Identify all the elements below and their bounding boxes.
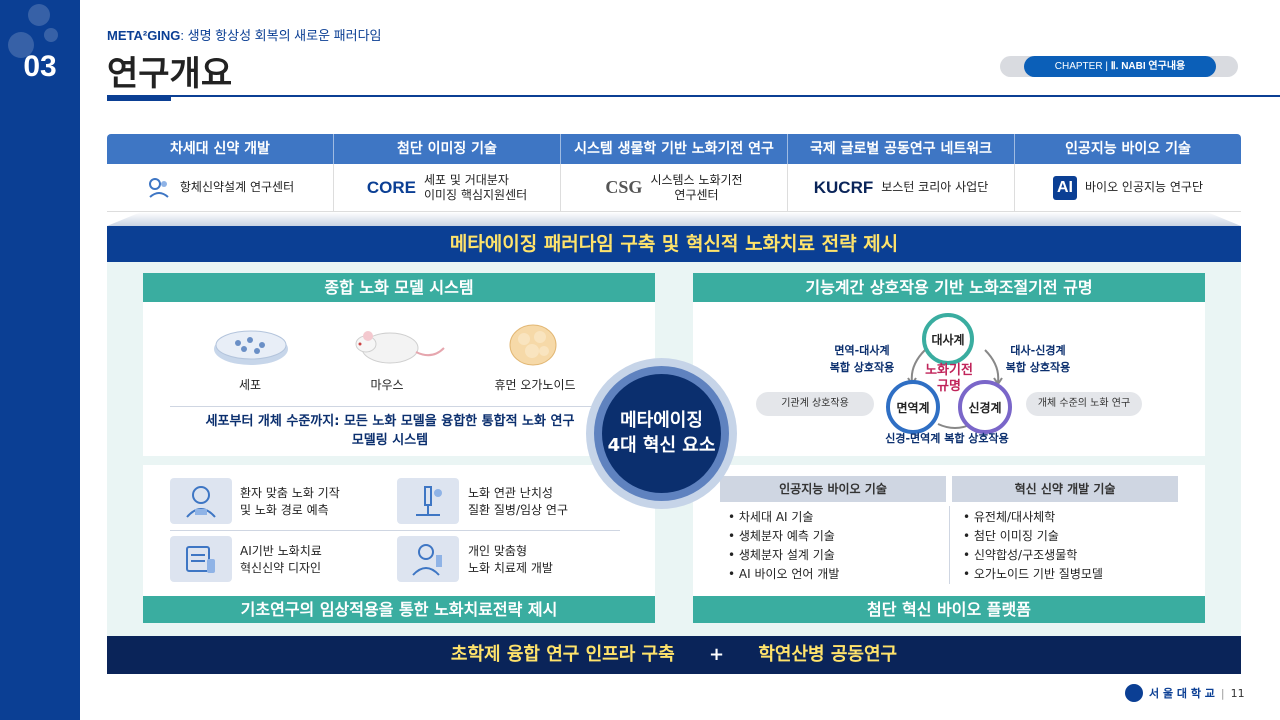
model-label-mouse: 마우스: [370, 378, 404, 392]
antibody-icon: [146, 175, 172, 201]
list-item: • 유전체/대사체학: [963, 510, 1056, 524]
model-label-cell: 세포: [238, 378, 262, 392]
institution-name: 바이오 인공지능 연구단: [1084, 180, 1204, 194]
connector-trapezoid: [107, 212, 1241, 226]
csg-logo: CSG: [605, 177, 643, 198]
institution-core: CORE 세포 및 거대분자 이미징 핵심지원센터: [334, 164, 561, 211]
organism-level-pill: 개체 수준의 노화 연구: [1026, 392, 1142, 416]
node-neural: 신경계: [958, 380, 1012, 434]
list-item: • 생체분자 설계 기술: [728, 548, 835, 562]
mouse-icon: [350, 322, 446, 368]
feature-text: AI기반 노화치료 혁신신약 디자인: [240, 544, 322, 576]
bottom-left-text: 초학제 융합 연구 인프라 구축: [450, 644, 675, 665]
doctor-icon: [170, 478, 232, 524]
clinical-footer: 기초연구의 임상적용을 통한 노화치료전략 제시: [143, 596, 655, 623]
divider: [170, 530, 620, 531]
category-label: 첨단 이미징 기술: [334, 134, 561, 164]
institution-name: 세포 및 거대분자 이미징 핵심지원센터: [423, 172, 528, 202]
page-number: 11: [1230, 686, 1245, 700]
divider: [170, 406, 600, 407]
feature-text: 개인 맞춤형 노화 치료제 개발: [468, 544, 553, 576]
category-label: 인공지능 바이오 기술: [1065, 141, 1191, 157]
institution-ai: AI 바이오 인공지능 연구단: [1015, 164, 1241, 211]
university-name: 서 울 대 학 교: [1149, 687, 1215, 700]
institution-name: 시스템스 노화기전 연구센터: [650, 172, 743, 202]
divider: [949, 506, 950, 584]
institution-row: 항체신약설계 연구센터 CORE 세포 및 거대분자 이미징 핵심지원센터 CS…: [107, 164, 1241, 212]
category-label: 국제 글로벌 공동연구 네트워크: [788, 134, 1015, 164]
ai-tech-list: • 차세대 AI 기술 • 생체분자 예측 기술 • 생체분자 설계 기술 • …: [728, 508, 928, 584]
bottom-right-text: 학연산병 공동연구: [758, 644, 898, 665]
node-immune: 면역계: [886, 380, 940, 434]
organ-interaction-pill: 기관계 상호작용: [756, 392, 874, 416]
footer-separator: |: [1220, 686, 1225, 700]
header-divider: [107, 95, 1280, 97]
center-line2: 4대 혁신 요소: [607, 434, 716, 456]
drug-tech-header: 혁신 신약 개발 기술: [952, 476, 1178, 502]
mechanism-center-label: 노화기전 규명: [925, 363, 973, 394]
scientist-icon: [397, 536, 459, 582]
list-item: • 생체분자 예측 기술: [728, 529, 835, 543]
chapter-value: Ⅱ. NABI 연구내용: [1110, 61, 1186, 72]
list-item: • 첨단 이미징 기술: [963, 529, 1059, 543]
ai-tech-header: 인공지능 바이오 기술: [720, 476, 946, 502]
kucrf-logo: KUCRF: [813, 177, 874, 197]
sidebar: 03: [0, 0, 80, 720]
decor-bubble: [44, 28, 58, 42]
core-logo: CORE: [366, 177, 416, 197]
plus-icon: +: [708, 644, 725, 665]
institution-antibody: 항체신약설계 연구센터: [107, 164, 334, 211]
list-item: • 오가노이드 기반 질병모델: [963, 567, 1103, 581]
feature-text: 환자 맞춤 노화 기작 및 노화 경로 예측: [240, 486, 340, 518]
category-bar: 차세대 신약 개발 첨단 이미징 기술 시스템 생물학 기반 노화기전 연구 국…: [107, 134, 1241, 164]
list-item: • 차세대 AI 기술: [728, 510, 814, 524]
title-underline: [107, 96, 171, 101]
organoid-icon: [508, 323, 558, 367]
mechanism-header: 기능계간 상호작용 기반 노화조절기전 규명: [693, 273, 1205, 302]
brand-name: META²GING: [107, 28, 181, 43]
drug-design-icon: [170, 536, 232, 582]
model-system-header: 종합 노화 모델 시스템: [143, 273, 655, 302]
page-title: 연구개요: [107, 54, 233, 94]
institution-csg: CSG 시스템스 노화기전 연구센터: [561, 164, 788, 211]
platform-footer: 첨단 혁신 바이오 플랫폼: [693, 596, 1205, 623]
institution-name: 항체신약설계 연구센터: [179, 180, 295, 194]
ai-logo: AI: [1052, 175, 1077, 200]
decor-bubble: [8, 32, 34, 58]
university-seal-icon: [1125, 684, 1143, 702]
drug-tech-list: • 유전체/대사체학 • 첨단 이미징 기술 • 신약합성/구조생물학 • 오가…: [963, 508, 1163, 584]
label-neural-immune: 신경-면역계 복합 상호작용: [885, 432, 1009, 445]
institution-kucrf: KUCRF 보스턴 코리아 사업단: [788, 164, 1015, 211]
model-description: 세포부터 개체 수준까지: 모든 노화 모델을 융합한 통합적 노화 연구 모델…: [205, 414, 575, 448]
main-banner: 메타에이징 패러다임 구축 및 혁신적 노화치료 전략 제시: [107, 226, 1241, 262]
node-metabolic: 대사계: [922, 313, 974, 365]
page-subtitle: META²GING: 생명 항상성 회복의 새로운 패러다임: [107, 25, 382, 44]
microscope-icon: [397, 478, 459, 524]
label-metabolic-neural: 대사-신경계 복합 상호작용: [1005, 344, 1071, 374]
center-line1: 메타에이징: [620, 410, 703, 432]
label-immune-metabolic: 면역-대사계 복합 상호작용: [829, 344, 895, 374]
center-circle: 메타에이징 4대 혁신 요소: [602, 374, 721, 493]
model-label-organoid: 휴먼 오가노이드: [494, 378, 576, 392]
bottom-bar: 초학제 융합 연구 인프라 구축 + 학연산병 공동연구: [107, 636, 1241, 674]
cell-dish-icon: [212, 325, 290, 367]
chapter-badge: CHAPTER | Ⅱ. NABI 연구내용: [1024, 56, 1216, 77]
category-label: 차세대 신약 개발: [107, 134, 334, 164]
category-label: 시스템 생물학 기반 노화기전 연구: [561, 134, 788, 164]
list-item: • 신약합성/구조생물학: [963, 548, 1078, 562]
decor-bubble: [28, 4, 50, 26]
feature-text: 노화 연관 난치성 질환 질병/임상 연구: [468, 486, 568, 518]
list-item: • AI 바이오 언어 개발: [728, 567, 840, 581]
institution-name: 보스턴 코리아 사업단: [881, 180, 989, 194]
page-footer: 서 울 대 학 교 | 11: [1125, 684, 1245, 702]
subtitle-text: : 생명 항상성 회복의 새로운 패러다임: [180, 28, 382, 43]
chapter-label: CHAPTER: [1054, 61, 1103, 72]
model-system-panel: [143, 273, 655, 456]
section-number: 03: [23, 50, 57, 83]
